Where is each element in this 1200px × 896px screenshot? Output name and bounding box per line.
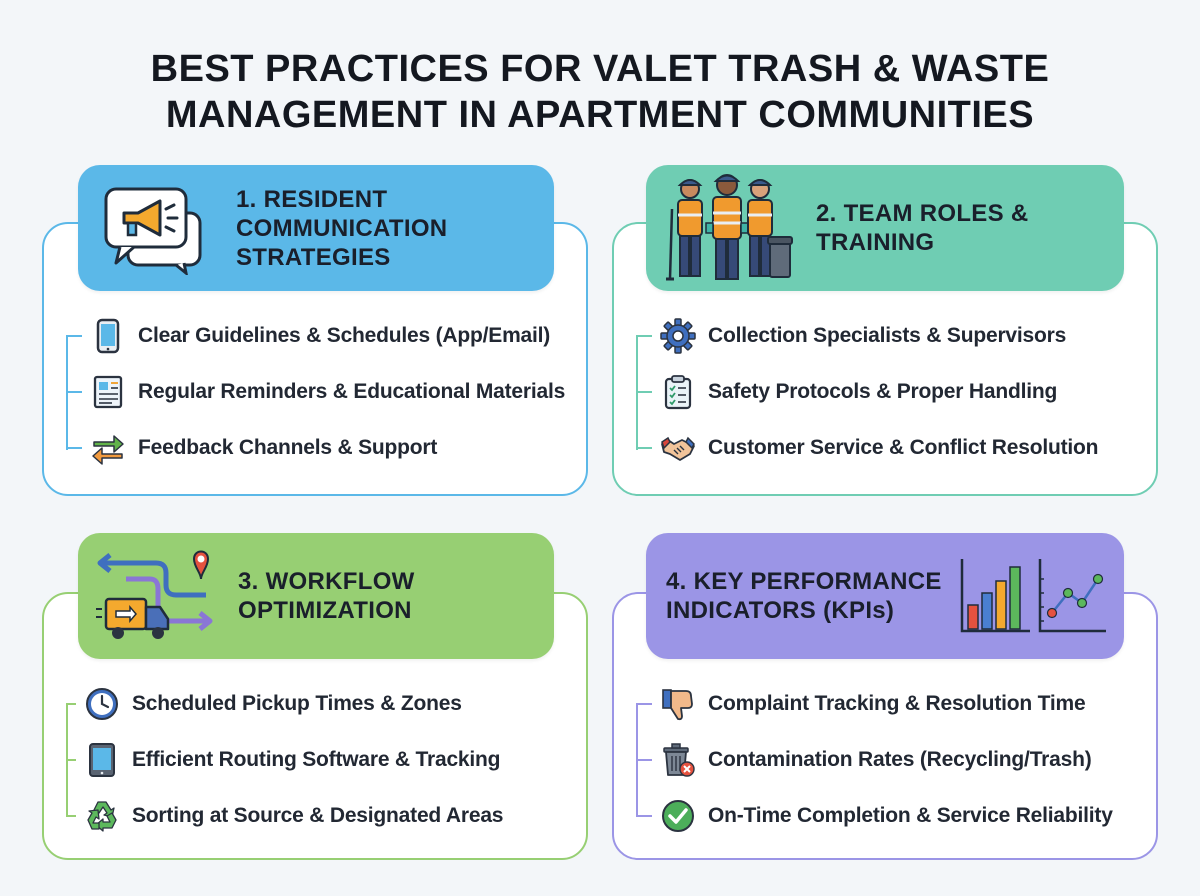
tablet-icon <box>89 743 115 777</box>
list-item: Feedback Channels & Support <box>66 428 437 468</box>
recycle-icon <box>87 801 117 832</box>
list-item-label: Safety Protocols & Proper Handling <box>708 380 1058 403</box>
list-item-label: Collection Specialists & Supervisors <box>708 324 1067 347</box>
section-team-roles-title: 2. TEAM ROLES & TRAINING <box>816 200 1029 256</box>
newsletter-icon <box>93 375 123 409</box>
list-item-label: Complaint Tracking & Resolution Time <box>708 692 1086 715</box>
section-workflow-title: 3. WORKFLOW OPTIMIZATION <box>238 568 415 624</box>
list-item-label: Efficient Routing Software & Tracking <box>132 748 501 771</box>
truck-route-icon <box>96 550 213 639</box>
trash-can-x-icon <box>663 743 695 777</box>
section-kpis-list: Complaint Tracking & Resolution Time Con… <box>636 684 1156 844</box>
handshake-icon <box>661 436 695 461</box>
section-team-roles-header: 2. TEAM ROLES & TRAINING <box>646 165 1124 291</box>
list-item: Safety Protocols & Proper Handling <box>636 372 1057 412</box>
gear-icon <box>660 318 696 354</box>
section-resident-communication-list: Clear Guidelines & Schedules (App/Email)… <box>66 316 586 476</box>
list-item-label: Customer Service & Conflict Resolution <box>708 436 1099 459</box>
list-item-label: Sorting at Source & Designated Areas <box>132 804 504 827</box>
list-item-label: Scheduled Pickup Times & Zones <box>132 692 462 715</box>
clipboard-checklist-icon <box>664 375 692 410</box>
charts-icon <box>960 559 1106 633</box>
title-line-1: BEST PRACTICES FOR VALET TRASH & WASTE <box>150 48 1050 90</box>
page-title: BEST PRACTICES FOR VALET TRASH & WASTE M… <box>0 46 1200 138</box>
list-item-label: On-Time Completion & Service Reliability <box>708 804 1113 827</box>
section-team-roles-list: Collection Specialists & Supervisors Saf… <box>636 316 1156 476</box>
list-item: Sorting at Source & Designated Areas <box>66 796 503 836</box>
list-item: Clear Guidelines & Schedules (App/Email) <box>66 316 550 356</box>
section-workflow-header: 3. WORKFLOW OPTIMIZATION <box>78 533 554 659</box>
section-workflow-list: Scheduled Pickup Times & Zones Efficient… <box>66 684 586 844</box>
list-item: Collection Specialists & Supervisors <box>636 316 1066 356</box>
megaphone-chat-icon <box>104 187 202 275</box>
thumbs-down-icon <box>662 689 693 721</box>
list-item-label: Regular Reminders & Educational Material… <box>138 380 566 403</box>
checkmark-circle-icon <box>662 800 694 832</box>
list-item: Regular Reminders & Educational Material… <box>66 372 565 412</box>
section-resident-communication-header: 1. RESIDENT COMMUNICATION STRATEGIES <box>78 165 554 291</box>
list-item: Scheduled Pickup Times & Zones <box>66 684 462 724</box>
exchange-arrows-icon <box>92 435 124 465</box>
section-kpis-header: 4. KEY PERFORMANCE INDICATORS (KPIs) <box>646 533 1124 659</box>
list-item: Complaint Tracking & Resolution Time <box>636 684 1086 724</box>
clock-icon <box>86 688 118 720</box>
list-item-label: Clear Guidelines & Schedules (App/Email) <box>138 324 551 347</box>
list-item: On-Time Completion & Service Reliability <box>636 796 1113 836</box>
list-item: Efficient Routing Software & Tracking <box>66 740 501 780</box>
section-resident-communication-title: 1. RESIDENT COMMUNICATION STRATEGIES <box>236 186 448 271</box>
smartphone-icon <box>96 318 120 354</box>
section-kpis-title: 4. KEY PERFORMANCE INDICATORS (KPIs) <box>666 568 942 624</box>
list-item: Contamination Rates (Recycling/Trash) <box>636 740 1092 780</box>
list-item-label: Contamination Rates (Recycling/Trash) <box>708 748 1092 771</box>
workers-icon <box>666 174 793 281</box>
title-line-2: MANAGEMENT IN APARTMENT COMMUNITIES <box>165 94 1035 136</box>
list-item-label: Feedback Channels & Support <box>138 436 438 459</box>
list-item: Customer Service & Conflict Resolution <box>636 428 1099 468</box>
